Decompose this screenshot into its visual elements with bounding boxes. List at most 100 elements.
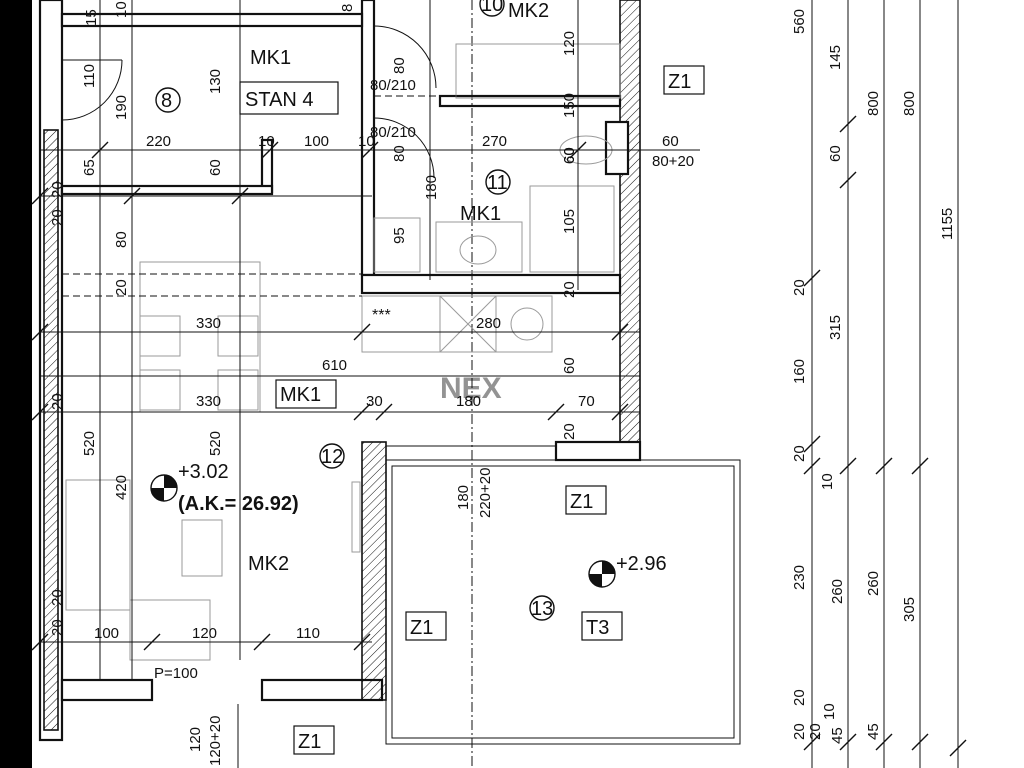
dim-text: 20 [49,619,66,636]
room-12-type-box [275,379,337,409]
dim-text: 520 [207,431,224,456]
tick [875,733,893,751]
room-10-type: MK2 [508,0,549,22]
window-size: 80+20 [652,153,694,170]
dim-text: 60 [207,159,224,176]
tick [949,739,967,757]
tick [231,187,249,205]
dim-text: 110 [81,64,98,88]
dim-text: 120 [192,625,217,642]
dim-text: 150 [561,93,578,118]
parapet-height: P=100 [154,665,198,682]
walls [38,0,642,742]
tick [839,733,857,751]
dim-text: 260 [865,571,882,596]
sink-x [439,295,497,353]
sink [439,295,497,353]
dim-text: 20 [791,279,808,296]
chair [217,369,259,411]
washbasin [459,235,497,265]
dimension-ticks [31,115,967,757]
dim-text: 15 [83,9,100,26]
z1-tag: Z1 [298,731,321,753]
tick [839,115,857,133]
level-marker-fill [151,488,164,501]
dim-text: 80 [391,145,408,162]
hob-marks: *** [372,307,391,324]
room-10-number: 10 [481,0,503,16]
terrace [385,0,741,768]
dining-table [139,261,261,413]
dim-text: 10 [819,473,836,490]
tick [143,633,161,651]
tick [31,187,49,205]
dim-text: 800 [865,91,882,116]
room-8-marker [155,87,181,113]
armchair [181,519,223,577]
dim-text: 20 [49,209,66,226]
tick [569,141,587,159]
dim-text: 60 [561,147,578,164]
dim-text: 30 [366,393,383,410]
tick [253,633,271,651]
left-wall-hatch [43,129,59,731]
dim-text: 280 [476,315,501,332]
dim-text: 610 [322,357,347,374]
room-8-number: 8 [161,90,172,112]
dim-text: 10 [258,133,275,150]
dim-text: 10 [113,1,130,18]
kitchen-wall [360,273,622,295]
dim-text: 315 [827,315,844,340]
dim-text: 20 [561,281,578,298]
dim-text: 560 [791,9,808,34]
tick [353,633,371,651]
door-swing [61,59,123,121]
terrace-wall [361,441,387,701]
shelf [455,43,621,99]
room-13-type: T3 [586,617,609,639]
room-12-number: 12 [321,446,343,468]
dim-text: 20 [561,423,578,440]
dim-text: 70 [578,393,595,410]
terrace-outline [385,459,741,745]
sofa [65,479,131,611]
kitchen-counter [361,295,553,353]
door-size: 80/210 [370,77,416,94]
dim-text: 65 [81,159,98,176]
room-11-marker [485,169,511,195]
room8-bottom-wall [60,184,274,196]
level-marker-fill [602,561,615,574]
top-wall [60,12,364,28]
curtain [351,481,361,553]
dim-text: 60 [561,357,578,374]
dim-text: 120+20 [207,716,224,766]
dim-text: 8 [339,4,356,12]
dim-text: 10 [358,133,375,150]
tick [911,733,929,751]
tick [375,403,393,421]
room-name-box [239,81,339,115]
dim-text: 20 [791,723,808,740]
door-size: 80/210 [370,124,416,141]
dim-text: 180 [423,175,440,200]
dim-text: 330 [196,315,221,332]
room-12-ak: (A.K.= 26.92) [178,493,299,515]
doors [61,25,437,180]
room-13-marker [529,595,555,621]
dim-text: 10 [821,703,838,720]
coffee-table [129,599,211,661]
z1-tag-box [405,611,447,641]
dim-text: 105 [561,209,578,234]
z1-tag-box [663,65,705,95]
room-12-type-lower: MK2 [248,553,289,575]
dim-text: 80 [113,231,130,248]
watermark: NEX [440,372,502,405]
tick [839,171,857,189]
dim-text: 800 [901,91,918,116]
room-13-number: 13 [531,598,553,620]
window-stub [604,120,630,176]
z1-tag-box [293,725,335,755]
room-11-number: 11 [487,172,508,194]
tick [803,435,821,453]
